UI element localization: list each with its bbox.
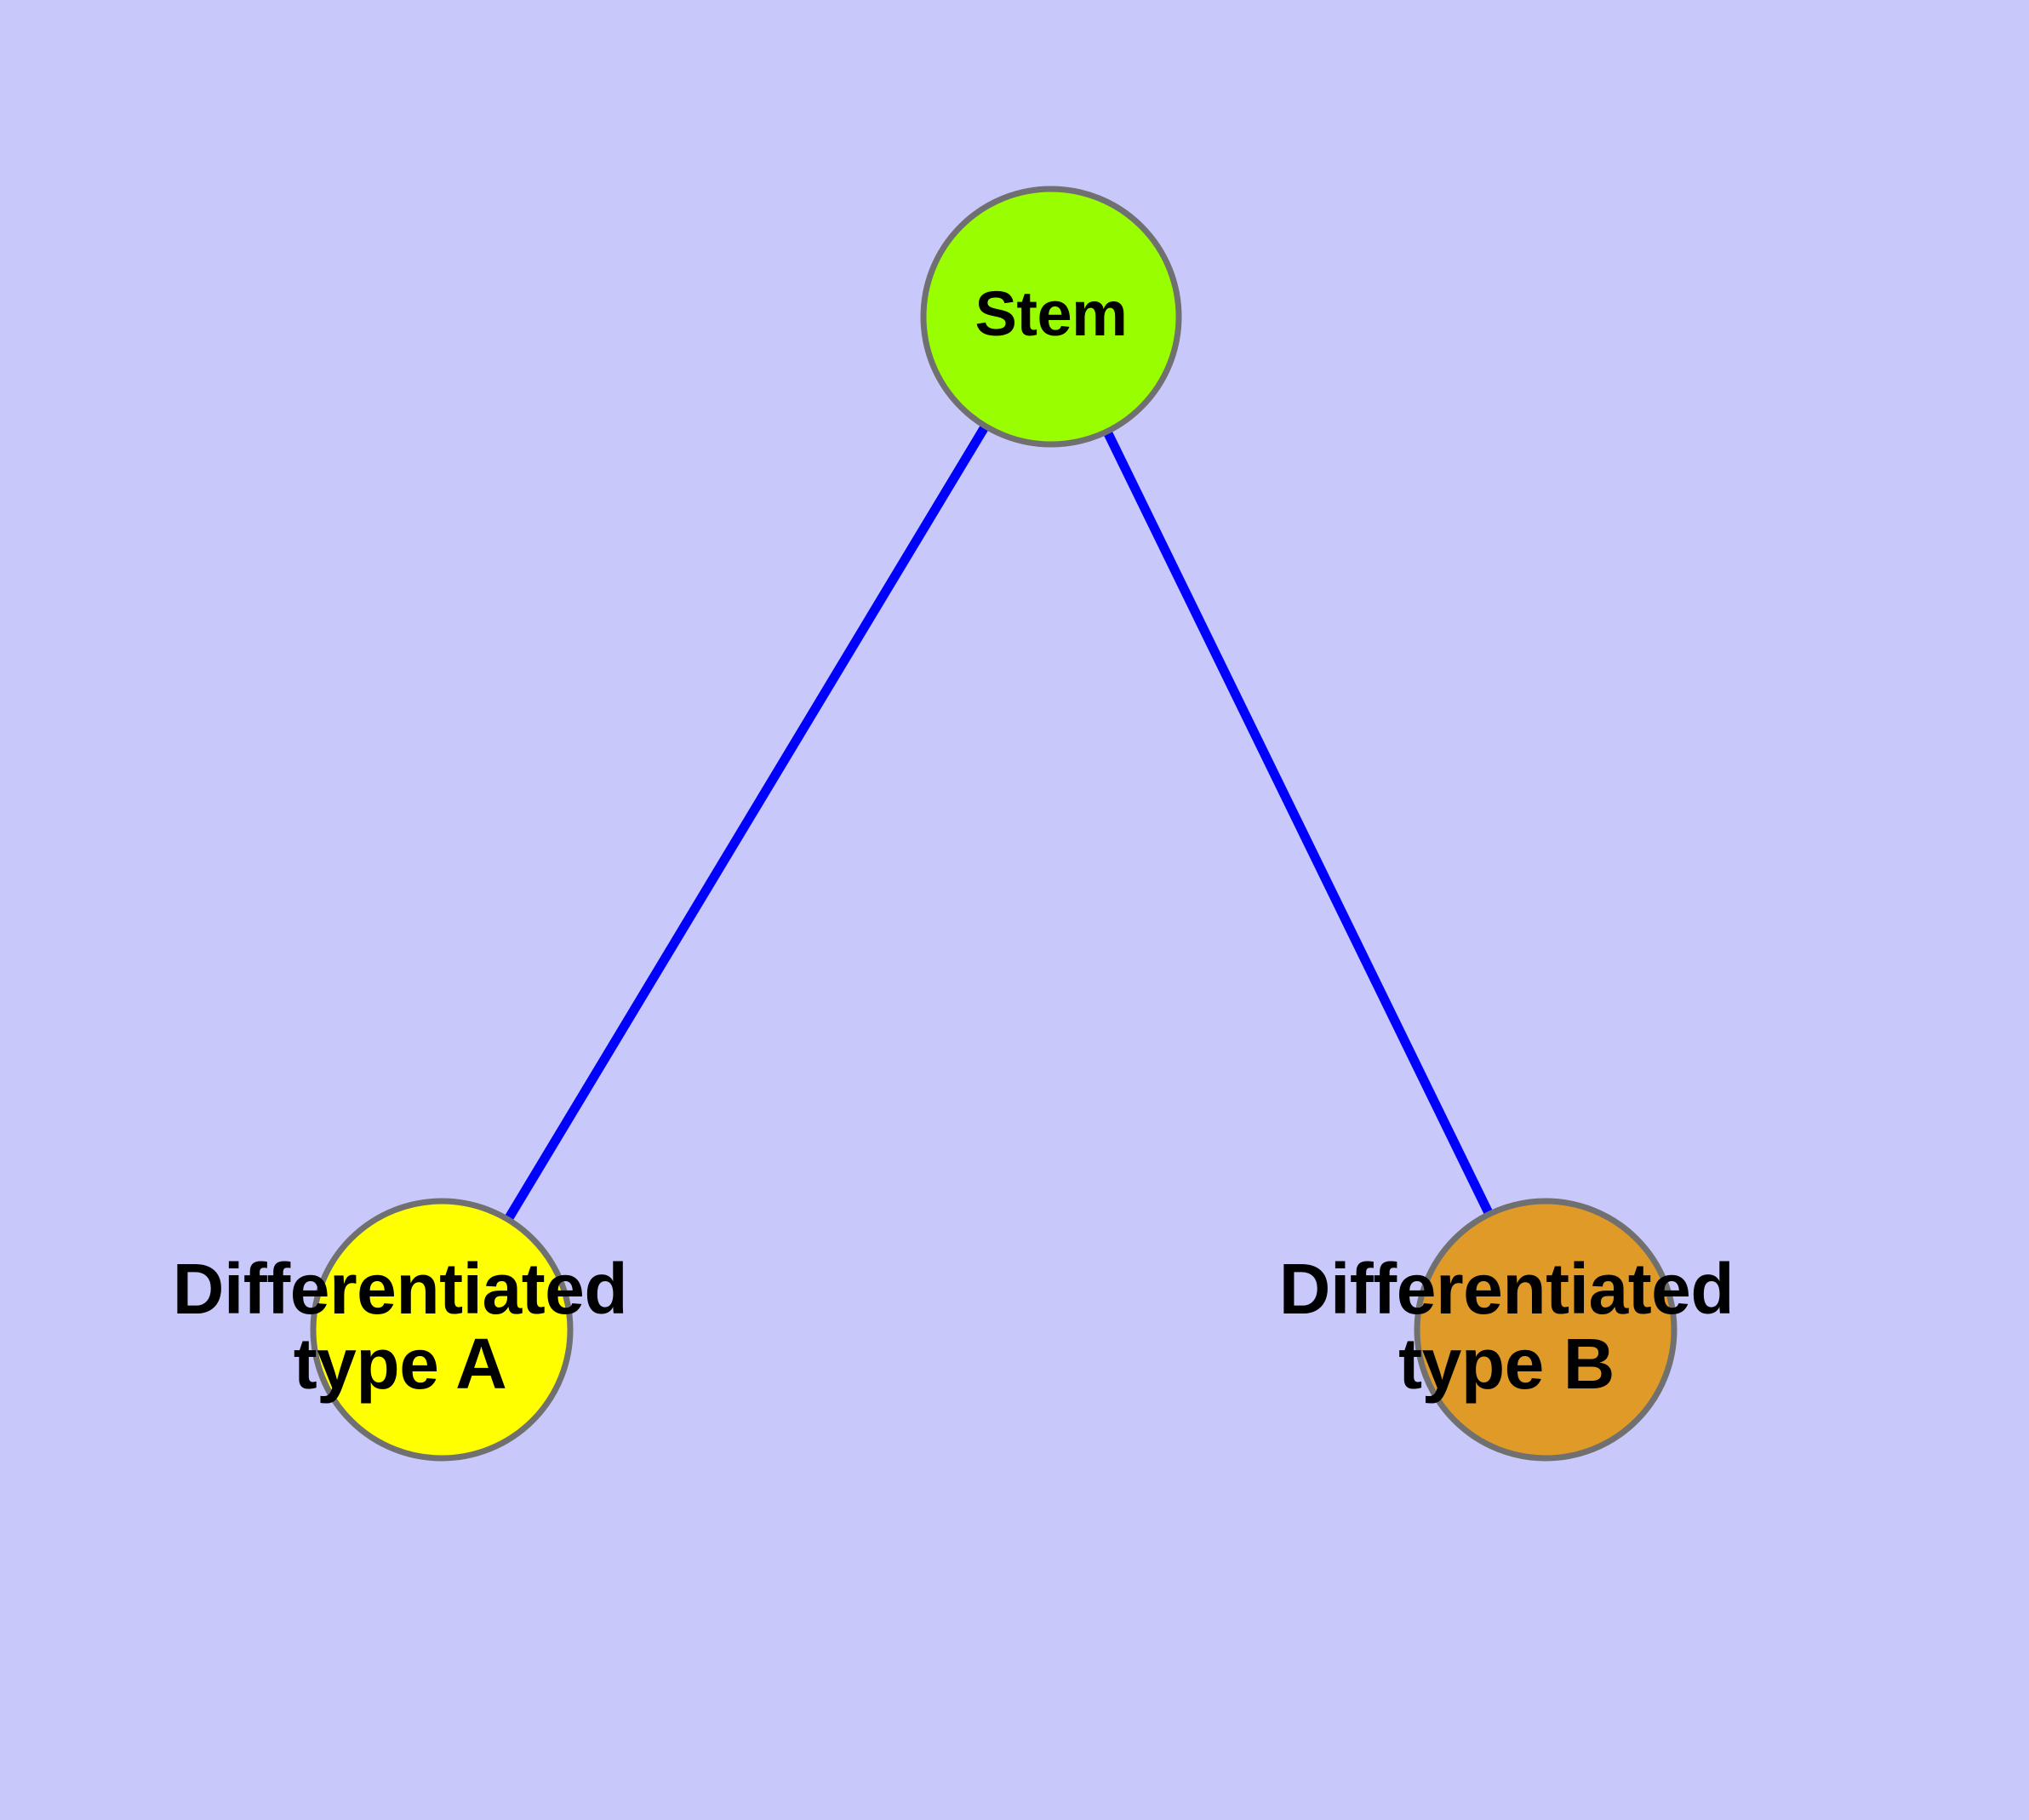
node-diff-b[interactable]: [1414, 1198, 1677, 1462]
node-layer: [310, 186, 1677, 1462]
edge-stem-to-diff-b[interactable]: [1095, 415, 1550, 1332]
node-diff-a[interactable]: [310, 1198, 574, 1462]
edge-stem-to-diff-a[interactable]: [437, 410, 997, 1332]
node-stem[interactable]: [920, 186, 1182, 448]
edge-layer: [437, 410, 1550, 1332]
